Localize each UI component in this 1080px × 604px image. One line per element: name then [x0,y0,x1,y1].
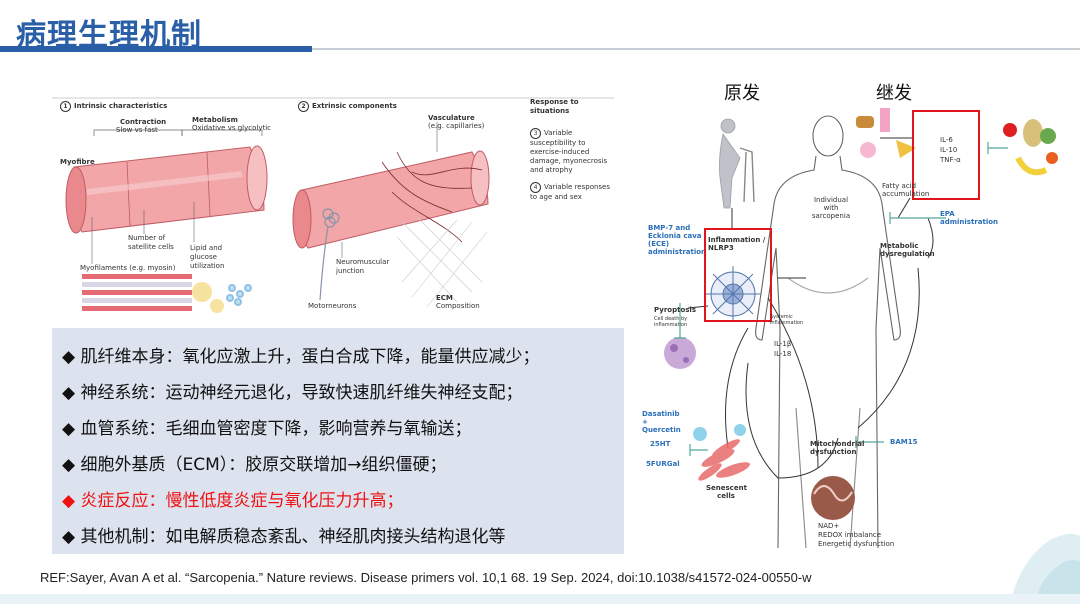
il6-label: IL-6 [940,136,953,144]
myofibre-label: Myofibre [60,158,95,166]
diamond-icon: ◆ [62,383,76,403]
ecm-mesh [396,216,488,308]
il18-label: IL-18 [774,350,792,358]
step-3-badge: 3 [530,128,541,139]
nlrp3-inflammasome-graphic [705,266,761,322]
decorative-foliage [980,533,1080,604]
elderly-person-icon [719,118,755,209]
step-4-badge: 4 [530,182,541,193]
sarcopenia-mechanism-figure: 原发 继发 IL-6 IL-10 TNF-α Fatty acid accumu… [628,78,1080,556]
mito-label: Mitochondrial dysfunction [810,440,865,456]
bullet-ecm: ◆ 细胞外基质（ECM）：胶原交联增加→组织僵硬； [62,455,447,475]
ht25-label: 25HT [650,440,671,448]
fatty-acid-label: Fatty acid accumulation [882,182,930,198]
nmj-label: Neuromuscular junction [336,258,390,275]
pyroptosis-cell-graphic [664,337,696,369]
contraction-title: Contraction [120,118,167,126]
title-underline-accent [0,46,312,52]
metabolism-sub: Oxidative vs glycolytic [192,124,271,132]
reference-citation: REF:Sayer, Avan A et al. “Sarcopenia.” N… [40,570,812,585]
systemic-label: Systemic inflammation [770,314,804,326]
individual-label: Individual with sarcopenia [811,196,851,220]
bullet-muscle-fibre: ◆ 肌纤维本身：氧化应激上升，蛋白合成下降，能量供应减少； [62,347,540,367]
response-3-text: Variable susceptibility to exercise-indu… [530,129,608,174]
nad-label: NAD+ [818,522,840,530]
inflammation-label: Inflammation / NLRP3 [708,236,766,252]
epa-label: EPA administration [940,210,999,226]
vasculature-sub: (e.g. capillaries) [428,122,485,130]
ecm-title: ECM [436,294,453,302]
diamond-icon: ◆ [62,419,76,439]
diamond-icon: ◆ [62,527,76,547]
pyroptosis-label: Pyroptosis [654,306,696,314]
mechanism-bullet-panel: ◆ 肌纤维本身：氧化应激上升，蛋白合成下降，能量供应减少； ◆ 神经系统：运动神… [52,328,624,554]
inflammation-highlight-box [704,228,772,322]
bam15-label: BAM15 [890,438,918,446]
sarcopenia-mechanism-illustration [664,108,1058,549]
extrinsic-fibre-tube [292,122,490,249]
contraction-sub: Slow vs fast [116,126,158,134]
il1b-label: IL-1β [774,340,792,348]
diamond-icon: ◆ [62,455,76,475]
bmp7-label: BMP-7 and Ecklonia cava (ECE) administra… [648,224,707,256]
title-underline [312,48,1080,50]
energetic-label: Energetic dysfunction [818,540,895,548]
bullet-nervous-system: ◆ 神经系统：运动神经元退化，导致快速肌纤维失神经支配； [62,383,523,403]
metabolic-label: Metabolic dysregulation [880,242,935,258]
bullet-vascular-system: ◆ 血管系统：毛细血管密度下降，影响营养与氧输送； [62,419,472,439]
secondary-label: 继发 [876,83,912,104]
senescent-label: Senescent cells [706,484,747,500]
lipid-label: Lipid and glucose utilization [190,244,225,270]
metabolism-title: Metabolism [192,116,238,124]
bottom-strip [0,594,1080,604]
myofilaments-graphic [82,274,192,311]
vasculature-title: Vasculature [428,114,475,122]
muscle-fibre-illustration [52,97,614,313]
ecm-sub: Composition [436,302,480,310]
motoneurons-label: Motorneurons [308,302,357,310]
step-1-badge: 1 [60,101,71,112]
diamond-icon: ◆ [62,347,76,367]
bullet-inflammation: ◆ 炎症反应：慢性低度炎症与氧化压力升高； [62,491,404,511]
primary-label: 原发 [724,83,760,104]
diamond-icon: ◆ [62,491,76,511]
myofibre-tube [65,145,268,234]
cytokine-highlight-box [912,110,980,200]
intrinsic-title: Intrinsic characteristics [74,102,168,110]
bullet-other-mechanisms: ◆ 其他机制：如电解质稳态紊乱、神经肌肉接头结构退化等 [62,527,506,547]
myofilaments-label: Myofilaments (e.g. myosin) [80,264,176,272]
tnfa-label: TNF-α [940,156,961,164]
mitochondria-graphic [811,476,855,520]
senescent-cells-graphic [693,424,751,481]
dasatinib-label: Dasatinib + Quercetin [642,410,681,434]
redox-label: REDOX imbalance [818,531,882,539]
human-silhouette [755,115,901,549]
extrinsic-title: Extrinsic components [312,102,397,110]
il10-label: IL-10 [940,146,958,154]
step-2-badge: 2 [298,101,309,112]
furgal-label: 5FURGal [646,460,680,468]
response-title: Response to situations [530,98,579,115]
pyroptosis-sub: Cell death by inflammation [654,316,688,328]
food-icons [856,108,1058,176]
response-4-text: Variable responses to age and sex [530,183,611,201]
neuromuscular-junction-graphic [319,208,340,301]
satellite-label: Number of satellite cells [128,234,174,251]
